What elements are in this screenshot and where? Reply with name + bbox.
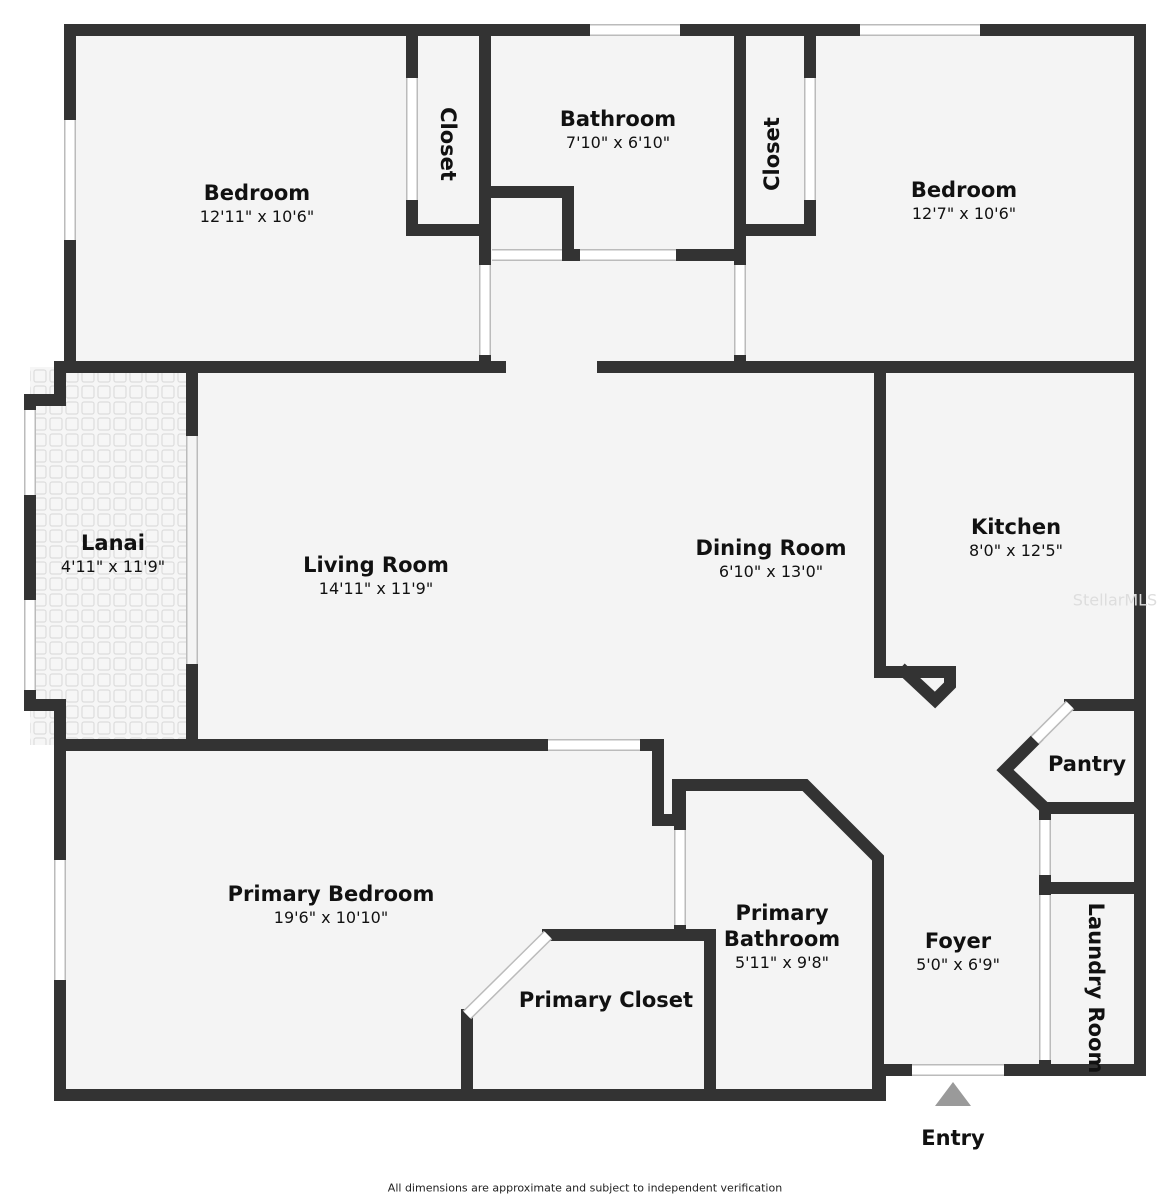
- room-name: Lanai: [81, 531, 145, 555]
- room-dims: 12'11" x 10'6": [199, 207, 315, 226]
- room-bathroom: Bathroom 7'10" x 6'10": [560, 106, 676, 154]
- room-name: Closet: [436, 107, 460, 181]
- room-dims: 19'6" x 10'10": [273, 908, 389, 927]
- room-name: Laundry Room: [1084, 902, 1108, 1074]
- room-primary-closet: Primary Closet: [519, 987, 693, 1013]
- room-name: Primary Bedroom: [227, 882, 435, 906]
- disclaimer-footer: All dimensions are approximate and subje…: [387, 1181, 783, 1195]
- room-dining-room: Dining Room 6'10" x 13'0": [696, 535, 847, 583]
- room-name: Dining Room: [695, 536, 847, 560]
- room-name-line1: Primary: [735, 901, 829, 925]
- room-laundry-room: Laundry Room: [1083, 903, 1109, 1074]
- room-name: Bedroom: [910, 178, 1018, 202]
- room-living-room: Living Room 14'11" x 11'9": [303, 552, 449, 600]
- room-name: Kitchen: [970, 515, 1062, 539]
- room-dims: 8'0" x 12'5": [968, 541, 1064, 560]
- room-lanai: Lanai 4'11" x 11'9": [61, 530, 165, 578]
- room-name: Bedroom: [203, 181, 311, 205]
- room-primary-bedroom: Primary Bedroom 19'6" x 10'10": [228, 881, 435, 929]
- room-name: Pantry: [1047, 752, 1127, 776]
- watermark: StellarMLS: [1072, 590, 1158, 610]
- lanai-tile-floor: [30, 367, 192, 745]
- room-bedroom-left: Bedroom 12'11" x 10'6": [200, 180, 314, 228]
- floor: [30, 30, 1140, 1095]
- room-name: Closet: [760, 117, 784, 191]
- room-name: Foyer: [924, 929, 992, 953]
- room-bedroom-right: Bedroom 12'7" x 10'6": [911, 177, 1017, 225]
- room-dims: 4'11" x 11'9": [60, 557, 166, 576]
- room-foyer: Foyer 5'0" x 6'9": [916, 928, 1000, 976]
- entry-label: Entry: [921, 1126, 985, 1150]
- room-dims: 14'11" x 11'9": [318, 579, 434, 598]
- room-dims: 6'10" x 13'0": [718, 562, 824, 581]
- room-name: Primary Closet: [518, 988, 694, 1012]
- room-dims: 5'0" x 6'9": [916, 955, 1000, 974]
- windows: [24, 24, 1075, 1076]
- room-dims: 12'7" x 10'6": [911, 204, 1017, 223]
- room-name: Living Room: [303, 553, 449, 577]
- room-dims: 7'10" x 6'10": [565, 133, 671, 152]
- room-name-line2: Bathroom: [723, 927, 841, 951]
- room-kitchen: Kitchen 8'0" x 12'5": [969, 514, 1063, 562]
- room-pantry: Pantry: [1048, 751, 1126, 777]
- room-closet-right: Closet: [759, 117, 785, 191]
- room-name: Bathroom: [559, 107, 677, 131]
- room-dims: 5'11" x 9'8": [734, 953, 830, 972]
- room-closet-left: Closet: [435, 107, 461, 181]
- entry-arrow-icon: [935, 1082, 971, 1106]
